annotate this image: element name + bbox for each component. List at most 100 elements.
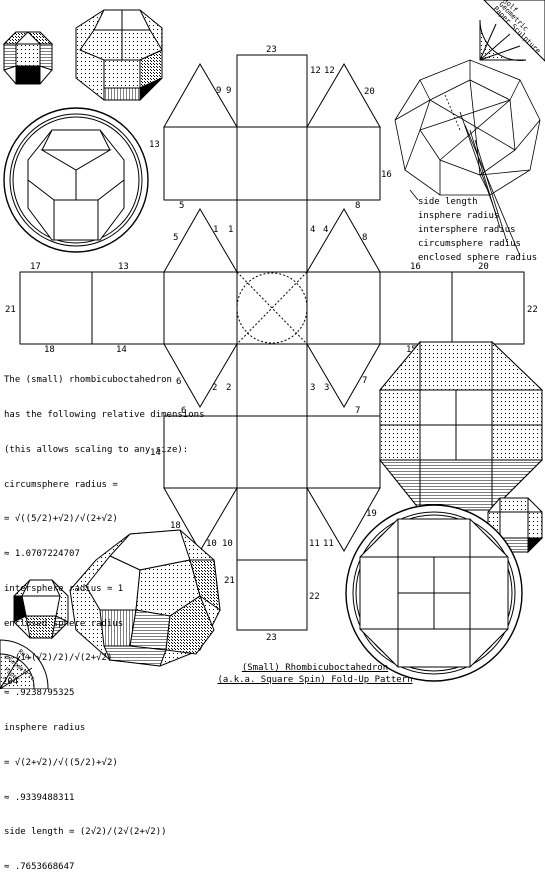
net-face-band-5 xyxy=(306,271,381,345)
info-line: insphere radius xyxy=(4,723,86,733)
info-line: = √(2+√2)/√((5/2)+√2) xyxy=(4,757,118,768)
pattern-caption: (Small) Rhombicuboctahedron (a.k.a. Squa… xyxy=(200,662,430,686)
edge-label: 20 xyxy=(478,262,489,272)
net-face-top xyxy=(236,54,308,128)
rolf-stamp-bottom-left: Rolf Geometric Paper 204 xyxy=(0,639,49,690)
edge-labels: 23 12 12 9 9 13 20 16 5 8 5 1 1 4 4 8 17… xyxy=(5,45,538,643)
pattern-subtitle: (a.k.a. Square Spin) Fold-Up Pattern xyxy=(217,675,413,685)
edge-label: 20 xyxy=(364,87,375,97)
page-number: 204 xyxy=(2,677,18,687)
info-line: = √((5/2)+√2)/√(2+√2) xyxy=(4,514,118,525)
edge-label: 21 xyxy=(224,576,235,586)
edge-label: 5 xyxy=(179,201,184,211)
info-line: = (1+(√2)/2)/√(2+√2) xyxy=(4,653,113,664)
net-face-band-7 xyxy=(451,271,525,345)
edge-label: 3 xyxy=(324,383,329,393)
net-face-band-2 xyxy=(91,271,165,345)
rolf-stamp-top-right: Rolf Geometric Paper Sculpture xyxy=(479,0,545,62)
edge-label: 8 xyxy=(362,233,367,243)
net-tri-lower-right xyxy=(306,343,381,408)
net-face-lower-right xyxy=(306,415,381,489)
edge-label: 8 xyxy=(355,201,360,211)
edge-label: 11 xyxy=(323,539,334,549)
pattern-title: (Small) Rhombicuboctahedron xyxy=(241,663,389,673)
edge-label: 3 xyxy=(310,383,315,393)
edge-label: 1 xyxy=(228,225,233,235)
fold-up-net xyxy=(19,54,525,631)
edge-label: 23 xyxy=(266,633,277,643)
intersphere-radius-label: intersphere radius xyxy=(418,225,516,235)
edge-label: 9 xyxy=(226,86,231,96)
octagon-shaded-right xyxy=(378,340,544,511)
info-line: side length = (2√2)/(2√(2+√2)) xyxy=(4,827,167,838)
net-face-lower-mid xyxy=(236,415,308,489)
edge-label: 17 xyxy=(30,262,41,272)
edge-label: 10 xyxy=(222,539,233,549)
edge-label: 2 xyxy=(212,383,217,393)
info-line: circumsphere radius = xyxy=(4,479,118,490)
net-face-upper-left xyxy=(163,126,238,201)
circumsphere-diagram-upper xyxy=(3,107,149,253)
info-line: has the following relative dimensions xyxy=(4,409,205,420)
net-tri-bottom-right xyxy=(306,487,381,552)
edge-label: 4 xyxy=(310,225,315,235)
insphere-radius-label: insphere radius xyxy=(418,211,499,221)
edge-label: 14 xyxy=(150,448,161,458)
net-face-band-1 xyxy=(19,271,93,345)
edge-label: 6 xyxy=(176,377,181,387)
edge-label: 12 xyxy=(310,66,321,76)
polyhedron-large-bottom xyxy=(69,529,221,667)
net-face-bottom-1 xyxy=(236,487,308,561)
net-tri-upper-right xyxy=(306,208,381,273)
info-line: ≈ .9238795325 xyxy=(4,688,75,699)
edge-label: 1 xyxy=(213,225,218,235)
info-line: ≈ 1.0707224707 xyxy=(4,549,80,560)
edge-label: 2 xyxy=(226,383,231,393)
edge-label: 12 xyxy=(324,66,335,76)
edge-label: 5 xyxy=(173,233,178,243)
net-face-upper-mid xyxy=(236,126,308,201)
dimensions-info-block: The (small) rhombicuboctahedron has the … xyxy=(4,352,205,885)
net-face-band-6 xyxy=(379,271,453,345)
edge-label: 22 xyxy=(309,592,320,602)
edge-label: 15 xyxy=(406,345,417,355)
edge-label: 9 xyxy=(216,86,221,96)
info-line: ≈ .7653668647 xyxy=(4,862,75,873)
polyhedron-small-bottom-left xyxy=(13,579,69,640)
net-tri-lower-left xyxy=(163,343,238,408)
wireframe-dimension-diagram xyxy=(394,59,541,257)
edge-label: 18 xyxy=(170,521,181,531)
edge-label: 18 xyxy=(44,345,55,355)
net-face-connector-upper xyxy=(236,199,308,273)
edge-label: 14 xyxy=(116,345,127,355)
dimension-labels: side length insphere radius intersphere … xyxy=(418,197,537,263)
edge-label: 16 xyxy=(381,170,392,180)
enclosed-sphere-radius-label: enclosed sphere radius xyxy=(418,253,537,263)
edge-label: 23 xyxy=(266,45,277,55)
info-line: ≈ .9339488311 xyxy=(4,792,75,803)
pattern-canvas: 23 12 12 9 9 13 20 16 5 8 5 1 1 4 4 8 17… xyxy=(0,0,545,690)
info-line: (this allows scaling to any size): xyxy=(4,444,189,455)
edge-label: 10 xyxy=(206,539,217,549)
net-tri-bottom-left xyxy=(163,487,238,552)
info-line: enclosed sphere radius xyxy=(4,618,124,629)
center-dotted-marker xyxy=(236,271,308,345)
edge-label: 22 xyxy=(527,305,538,315)
circumsphere-diagram-lower xyxy=(345,504,523,682)
edge-label: 19 xyxy=(366,509,377,519)
polyhedron-small-top-left xyxy=(2,31,54,85)
edge-label: 21 xyxy=(5,305,16,315)
edge-label: 16 xyxy=(410,262,421,272)
side-length-label: side length xyxy=(418,197,478,207)
edge-label: 7 xyxy=(362,376,367,386)
polyhedron-medium-top-left xyxy=(75,9,163,102)
edge-label: 4 xyxy=(323,225,328,235)
edge-label: 13 xyxy=(118,262,129,272)
edge-label: 6 xyxy=(181,406,186,416)
net-face-bottom-2 xyxy=(236,559,308,631)
info-line: The (small) rhombicuboctahedron xyxy=(4,375,172,386)
net-face-band-3 xyxy=(163,271,238,345)
edge-label: 7 xyxy=(355,406,360,416)
edge-label: 11 xyxy=(309,539,320,549)
